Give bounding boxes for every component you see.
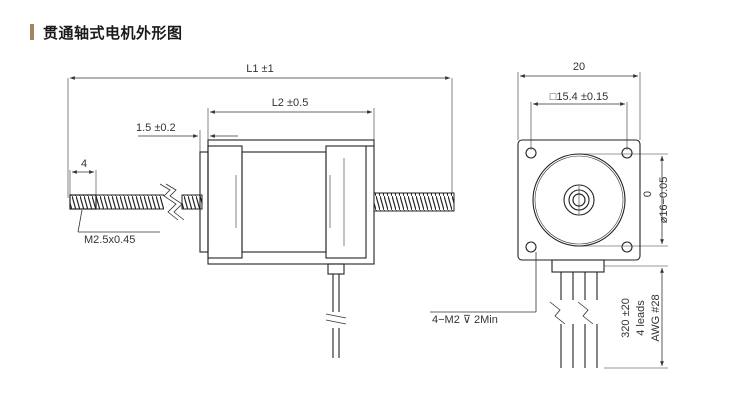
mount-holes-label: 4−M2 ⊽ 2Min	[432, 314, 498, 326]
dimension-hole-pitch-label: □15.4 ±0.15	[550, 91, 609, 103]
lead-exit-block	[551, 259, 605, 273]
heading-accent-bar	[30, 24, 34, 40]
lead-gauge-label: AWG #28	[650, 294, 662, 341]
dimension-l1-label: L1 ±1	[246, 63, 273, 75]
mount-hole	[525, 147, 537, 159]
lead-length-label: 320 ±20	[620, 298, 632, 338]
thread-spec-label: M2.5x0.45	[84, 234, 135, 246]
wire-exit	[327, 263, 345, 275]
dimension-l2-label: L2 ±0.5	[272, 97, 309, 109]
side-view: L1 ±1 L2 ±0.5 1.5 ±0.2 4 M2.5x0.45	[67, 63, 455, 358]
mount-hole	[621, 241, 633, 253]
bearing-ring	[563, 184, 595, 216]
motor-body	[207, 139, 375, 265]
break-symbol-screw	[159, 183, 179, 221]
front-view: 20 □15.4 ±0.15 0 ø16−0.05	[430, 61, 670, 369]
dimension-width-label: 20	[573, 61, 585, 73]
dimension-thread-end-label: 4	[81, 158, 87, 170]
lead-screw-right	[373, 192, 455, 212]
section-title: 贯通轴式电机外形图	[43, 23, 183, 42]
lead-count-label: 4 leads	[635, 300, 647, 336]
mount-hole	[621, 147, 633, 159]
dimension-flange-label: 1.5 ±0.2	[136, 122, 176, 134]
section-heading: 贯通轴式电机外形图	[30, 20, 183, 44]
dimension-pilot-zero: 0	[642, 191, 654, 197]
dimension-pilot-label: ø16−0.05	[658, 177, 670, 224]
break-symbol-leads	[549, 301, 566, 325]
mount-hole	[525, 241, 537, 253]
